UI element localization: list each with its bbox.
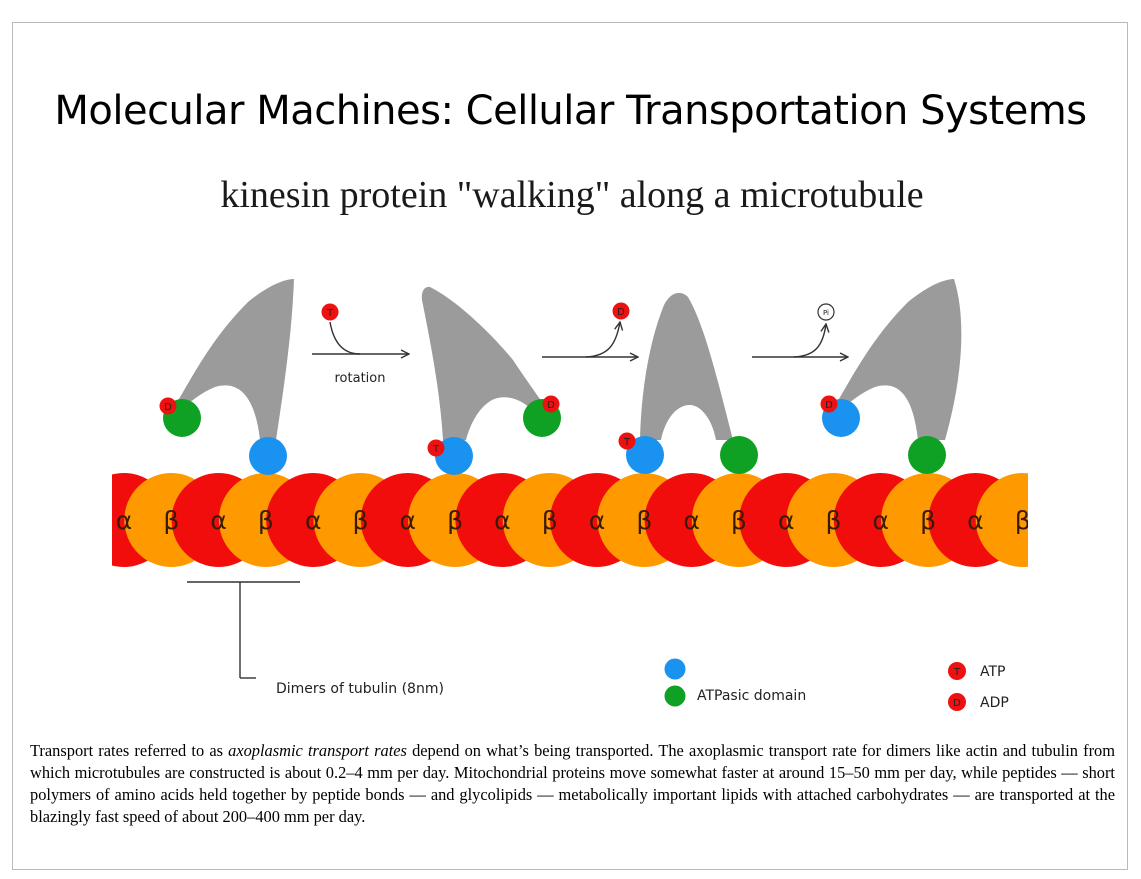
legend-green-swatch [664,685,686,707]
atp-molecule-icon: T [321,303,339,321]
tubulin-label: α [778,506,794,535]
tubulin-label: α [967,506,983,535]
legend-adp-label: ADP [980,695,1009,711]
kinesin-state-2: D T [421,286,561,475]
tubulin-label: α [400,506,416,535]
caption-text-2: depend on what’s being transported. The … [30,741,1115,826]
tubulin-label: α [683,506,699,535]
kinesin-state-4: D [820,279,962,474]
legend-adp-icon: D [948,693,966,711]
svg-text:T: T [326,308,334,319]
svg-text:D: D [617,307,625,318]
adp-release-arrow: D [542,302,638,358]
kinesin-body [640,292,733,440]
atpase-head-green [720,436,758,474]
atpase-head-blue [249,437,287,475]
tubulin-label: β [542,506,558,535]
tubulin-label: α [589,506,605,535]
caption: Transport rates referred to as axoplasmi… [30,740,1115,828]
atpase-head-blue [626,436,664,474]
atp-marker: T [427,439,445,457]
tubulin-label: α [116,506,132,535]
svg-text:D: D [825,400,833,411]
beta-tubulin [975,473,1028,567]
rotation-arrow: T rotation [312,303,409,386]
atp-marker: T [618,432,636,450]
tubulin-label: β [1015,506,1031,535]
tubulin-label: β [826,506,842,535]
svg-text:D: D [547,400,555,411]
tubulin-label: β [258,506,274,535]
svg-text:T: T [953,667,961,678]
caption-emphasis: axoplasmic transport rates [228,741,407,760]
tubulin-label: α [873,506,889,535]
tubulin-label: α [494,506,510,535]
slide-title: Molecular Machines: Cellular Transportat… [54,88,1087,134]
legend-atp-icon: T [948,662,966,680]
tubulin-label: β [731,506,747,535]
adp-molecule-icon: D [612,302,630,320]
atpase-head-blue [435,437,473,475]
tubulin-label: β [920,506,936,535]
dimer-label: Dimers of tubulin (8nm) [276,681,444,697]
rotation-label: rotation [335,371,386,386]
tubulin-label: β [163,506,179,535]
kinesin-body [836,279,962,440]
svg-text:D: D [164,402,172,413]
legend-atp-label: ATP [980,664,1005,680]
svg-text:T: T [623,437,631,448]
legend-blue-swatch [664,658,686,680]
kinesin-body [176,279,294,440]
adp-marker: D [820,395,838,413]
tubulin-label: β [353,506,369,535]
tubulin-label: β [447,506,463,535]
phosphate-release-arrow: Pi [752,303,848,357]
adp-marker: D [159,397,177,415]
diagram-heading: kinesin protein "walking" along a microt… [220,174,923,216]
tubulin-label: β [636,506,652,535]
tubulin-label: α [210,506,226,535]
svg-text:D: D [953,698,961,709]
caption-text-1: Transport rates referred to as [30,741,229,760]
tubulin-label: α [305,506,321,535]
legend: ATPasic domain T ATP D ADP [664,658,1009,711]
kinesin-state-1: D [159,279,294,475]
kinesin-diagram: kinesin protein "walking" along a microt… [112,174,1031,711]
phosphate-icon: Pi [817,303,835,321]
svg-text:Pi: Pi [823,309,829,317]
atpase-head-green [908,436,946,474]
adp-marker: D [542,395,560,413]
svg-text:T: T [432,444,440,455]
dimer-scale-bracket: Dimers of tubulin (8nm) [187,581,444,697]
kinesin-body [421,286,542,440]
kinesin-state-3: T [618,292,758,474]
legend-atpase-label: ATPasic domain [697,688,806,704]
